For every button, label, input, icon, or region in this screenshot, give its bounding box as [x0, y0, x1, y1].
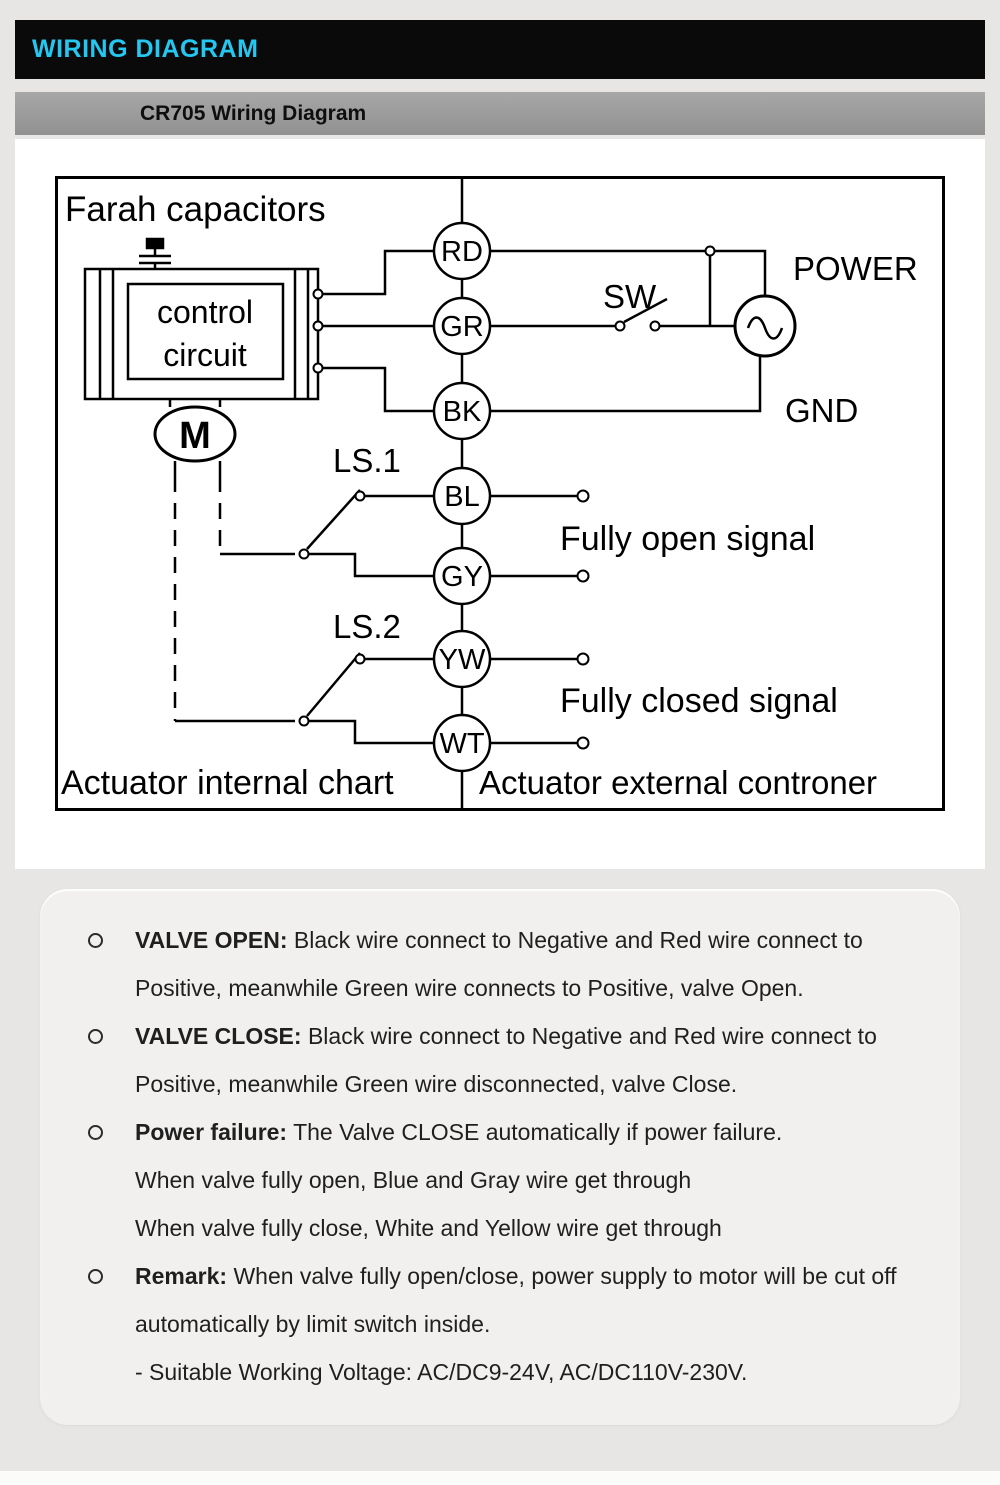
farah-capacitors-label: Farah capacitors — [65, 190, 326, 229]
control-circuit-box — [83, 267, 320, 401]
note-body: Remark: When valve fully open/close, pow… — [135, 1252, 930, 1396]
internal-chart-caption: Actuator internal chart — [61, 764, 394, 802]
note-body: Power failure: The Valve CLOSE automatic… — [135, 1108, 930, 1252]
mechanical-links — [173, 461, 295, 723]
header-bar: WIRING DIAGRAM — [15, 20, 985, 79]
capacitor-icon — [139, 237, 171, 269]
wire-wt-label: WT — [439, 728, 484, 760]
wire-bl-label: BL — [444, 481, 479, 513]
signal-terminals — [490, 489, 590, 750]
wire-rd-label: RD — [441, 236, 483, 268]
note-text: When valve fully open/close, power suppl… — [135, 1263, 897, 1337]
ls2-label: LS.2 — [333, 608, 401, 645]
note-item-valve-close: VALVE CLOSE: Black wire connect to Negat… — [88, 1012, 930, 1108]
note-lead: Power failure: — [135, 1119, 288, 1145]
note-item-valve-open: VALVE OPEN: Black wire connect to Negati… — [88, 916, 930, 1012]
bullet-icon — [88, 1125, 103, 1140]
fully-closed-signal-label: Fully closed signal — [560, 682, 838, 720]
sw-label: SW — [603, 278, 657, 315]
bullet-icon — [88, 933, 103, 948]
note-body: VALVE CLOSE: Black wire connect to Negat… — [135, 1012, 930, 1108]
notes-box: VALVE OPEN: Black wire connect to Negati… — [40, 889, 960, 1425]
note-lead: VALVE CLOSE: — [135, 1023, 302, 1049]
page-title: WIRING DIAGRAM — [32, 35, 259, 63]
note-text: Black wire connect to Negative and Red w… — [135, 927, 863, 1001]
note-text: The Valve CLOSE automatically if power f… — [293, 1119, 783, 1145]
ls1-label: LS.1 — [333, 442, 401, 479]
fully-open-signal-label: Fully open signal — [560, 520, 815, 558]
note-item-remark: Remark: When valve fully open/close, pow… — [88, 1252, 930, 1396]
control-label-line1: control — [157, 294, 253, 330]
wire-gy-label: GY — [441, 561, 483, 593]
control-box-wires — [312, 249, 434, 413]
power-circuit — [490, 245, 797, 413]
limit-switch-ls1 — [298, 489, 434, 578]
external-controller-caption: Actuator external controner — [479, 764, 877, 801]
note-extra-line: When valve fully close, White and Yellow… — [135, 1215, 722, 1241]
wire-gr-label: GR — [440, 311, 484, 343]
note-extra-line: - Suitable Working Voltage: AC/DC9-24V, … — [135, 1359, 748, 1385]
subheader-title: CR705 Wiring Diagram — [140, 101, 367, 125]
bullet-icon — [88, 1269, 103, 1284]
power-label: POWER — [793, 250, 918, 287]
note-lead: VALVE OPEN: — [135, 927, 288, 953]
note-body: VALVE OPEN: Black wire connect to Negati… — [135, 916, 930, 1012]
wire-bk-label: BK — [443, 396, 482, 428]
wiring-diagram: Farah capacitors control circuit M — [55, 176, 945, 811]
bullet-icon — [88, 1029, 103, 1044]
bottom-strip — [0, 1471, 1000, 1485]
control-label-line2: circuit — [163, 337, 247, 373]
limit-switch-ls2 — [298, 652, 434, 745]
wire-terminals: RD GR BK BL GY YW WT — [432, 221, 492, 773]
diagram-panel: Farah capacitors control circuit M — [15, 139, 985, 869]
motor-symbol — [153, 399, 237, 463]
note-lead: Remark: — [135, 1263, 228, 1289]
note-item-power-failure: Power failure: The Valve CLOSE automatic… — [88, 1108, 930, 1252]
motor-label: M — [179, 415, 211, 457]
subheader-bar: CR705 Wiring Diagram — [15, 92, 985, 135]
wire-yw-label: YW — [439, 644, 486, 676]
gnd-label: GND — [785, 392, 858, 429]
note-text: Black wire connect to Negative and Red w… — [135, 1023, 877, 1097]
note-extra-line: When valve fully open, Blue and Gray wir… — [135, 1167, 692, 1193]
